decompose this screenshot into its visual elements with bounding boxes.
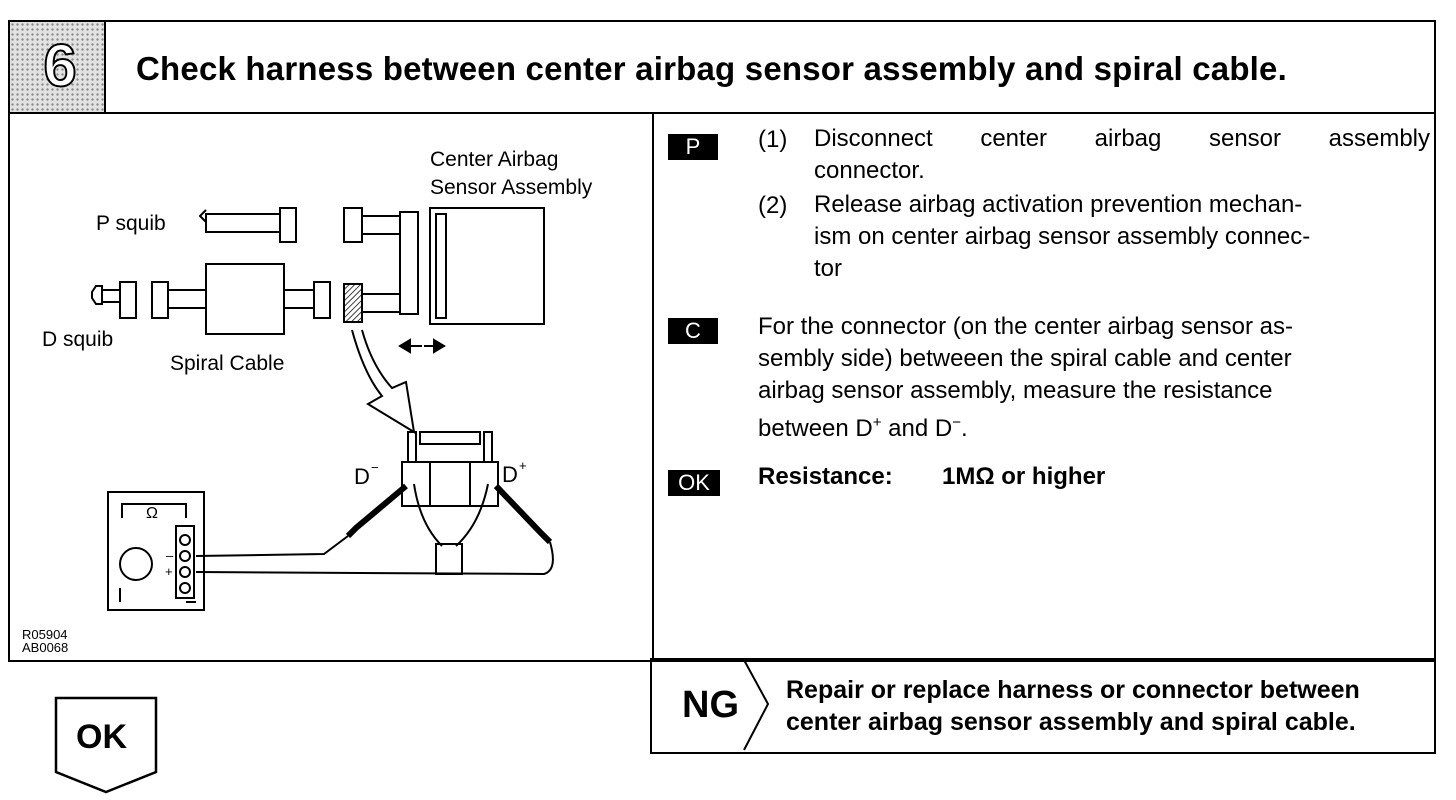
- connector-right-post: [483, 431, 493, 463]
- diagram-svg: Center Airbag Sensor Assembly P squib D …: [42, 148, 593, 611]
- step-number: 6: [42, 32, 77, 99]
- sensor-assembly-body: [429, 207, 545, 325]
- ng-result-box: NG Repair or replace harness or connecto…: [650, 658, 1436, 754]
- figure-code-1: R05904: [22, 627, 68, 642]
- wire-bundle: [435, 543, 463, 575]
- p-item2-line3: tor: [814, 255, 843, 282]
- c-line4-b: and D: [881, 415, 953, 442]
- terminal-minus: [179, 550, 191, 562]
- c-line4: between D+ and D−.: [758, 406, 968, 445]
- spiral-left-harness: [167, 289, 207, 309]
- label-d-plus-sign: +: [519, 458, 527, 473]
- p-item2-line2: ism on center airbag sensor assembly con…: [814, 223, 1311, 250]
- step-body: Center Airbag Sensor Assembly P squib D …: [8, 112, 1436, 662]
- p-squib-connector: [279, 207, 297, 243]
- p-harness-stub: [361, 215, 401, 235]
- meter-plus-label: +: [165, 564, 173, 579]
- p-item2-line1: Release airbag activation prevention mec…: [814, 191, 1303, 218]
- label-spiral-cable: Spiral Cable: [170, 352, 284, 375]
- tested-connector: [343, 283, 363, 323]
- label-center-airbag-1: Center Airbag: [430, 148, 558, 171]
- ohmmeter-feet: [119, 588, 196, 603]
- ng-label: NG: [682, 684, 739, 726]
- d-squib-connector: [119, 281, 137, 319]
- c-line4-a: between D: [758, 415, 873, 442]
- d-squib-tip: [91, 285, 103, 305]
- label-d-minus: D: [354, 464, 370, 489]
- p-item1-line2: connector.: [814, 157, 925, 184]
- label-d-plus: D: [502, 462, 518, 487]
- ng-text: Repair or replace harness or connector b…: [786, 674, 1360, 738]
- tag-c: C: [668, 318, 718, 344]
- connector-slots: [429, 462, 471, 506]
- ng-text-line2: center airbag sensor assembly and spiral…: [786, 708, 1356, 736]
- c-line1: For the connector (on the center airbag …: [758, 313, 1293, 340]
- p-item1-num: (1): [758, 126, 788, 153]
- lead-plus: [195, 541, 554, 576]
- c-line3: airbag sensor assembly, measure the resi…: [758, 377, 1273, 404]
- spiral-right-harness: [283, 289, 315, 309]
- probe-plus: [493, 483, 553, 545]
- d-squib-harness: [101, 289, 121, 303]
- p-squib-tip: [198, 209, 207, 223]
- terminal-1: [179, 534, 191, 546]
- figure-code-2: AB0068: [22, 640, 69, 655]
- tag-p: P: [668, 134, 718, 160]
- label-d-minus-sign: −: [371, 460, 379, 475]
- c-line4-c: .: [961, 415, 968, 442]
- p-connector-female: [343, 207, 363, 243]
- column-divider: [652, 114, 654, 662]
- spiral-right-connector: [313, 281, 331, 319]
- meter-omega: Ω: [146, 505, 158, 522]
- wiring-diagram: Center Airbag Sensor Assembly P squib D …: [10, 114, 652, 662]
- c-line4-sup1: +: [872, 414, 882, 431]
- ok-result-label: OK: [76, 718, 127, 756]
- p-item1-line1: Disconnect center airbag sensor assembly: [814, 125, 1430, 152]
- c-line4-sup2: −: [952, 414, 961, 431]
- ohmmeter-display: [121, 503, 187, 518]
- c-line2: sembly side) betweeen the spiral cable a…: [758, 345, 1292, 372]
- step-header: 6 Check harness between center airbag se…: [8, 20, 1436, 114]
- d-harness-stub: [361, 293, 401, 313]
- ok-resistance-label: Resistance:: [758, 463, 893, 490]
- figure-code: R05904 AB0068: [22, 628, 68, 654]
- label-center-airbag-2: Sensor Assembly: [430, 176, 593, 199]
- spiral-cable-body: [205, 263, 285, 335]
- probe-minus: [345, 483, 408, 539]
- label-d-squib: D squib: [42, 328, 113, 351]
- terminal-4: [179, 582, 191, 594]
- ohmmeter-terminal-panel: [175, 525, 195, 599]
- ng-text-line1: Repair or replace harness or connector b…: [786, 676, 1360, 704]
- meter-minus-label: –: [166, 548, 174, 563]
- ng-chevron: [743, 659, 770, 751]
- p-squib-harness: [205, 213, 281, 233]
- step-title: Check harness between center airbag sens…: [136, 50, 1287, 87]
- probe-wires: [413, 483, 489, 547]
- p-item2-num: (2): [758, 192, 788, 219]
- tag-ok: OK: [668, 470, 720, 496]
- terminal-plus: [179, 566, 191, 578]
- sensor-assembly-rail: [435, 213, 447, 319]
- lead-minus: [195, 535, 349, 557]
- step-number-box: 6: [10, 22, 106, 112]
- ohmmeter-body: [107, 491, 205, 611]
- ok-resistance-value: 1MΩ or higher: [942, 463, 1106, 490]
- ohmmeter-dial: [119, 547, 153, 581]
- ok-result-arrow: [54, 696, 158, 794]
- connector-left-post: [407, 431, 417, 463]
- spiral-left-connector: [151, 281, 169, 319]
- connector-latch: [419, 431, 481, 445]
- label-p-squib: P squib: [96, 212, 166, 235]
- sensor-connector: [399, 211, 419, 315]
